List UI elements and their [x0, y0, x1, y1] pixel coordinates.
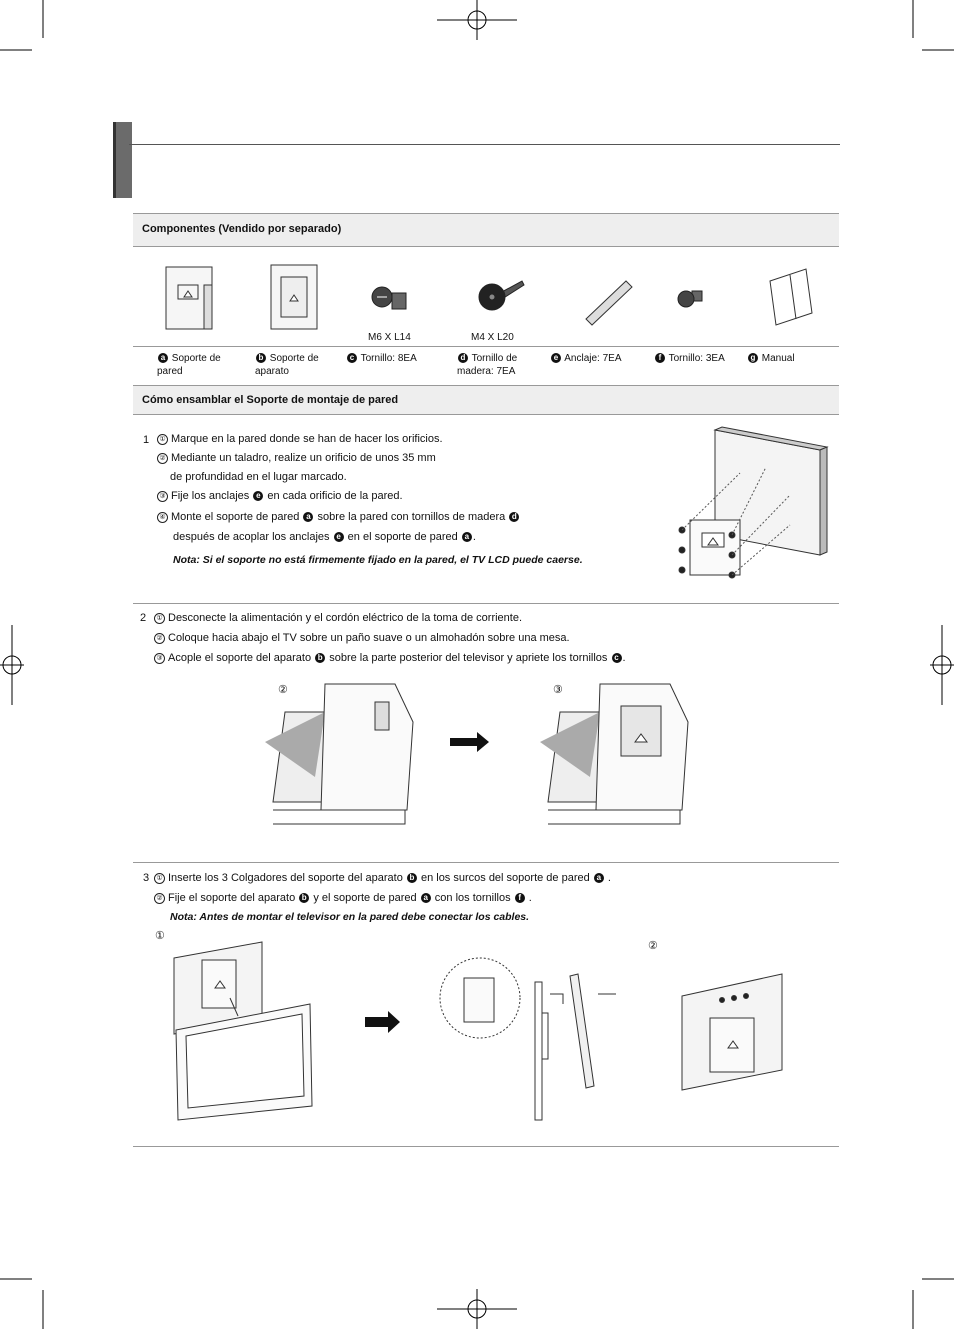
anchor-icon	[586, 281, 632, 325]
component-d: d Tornillo de madera: 7EA	[457, 352, 539, 378]
step1-number: 1	[143, 433, 149, 447]
component-a: a Soporte de pared	[157, 352, 232, 378]
component-b: b Soporte de aparato	[255, 352, 330, 378]
screw-small-icon	[678, 291, 702, 307]
wood-screw-icon	[479, 281, 524, 310]
step1-note: Nota: Si el soporte no está firmemente f…	[173, 553, 583, 567]
device-bracket-icon	[271, 265, 317, 329]
title-bar-accent	[113, 122, 132, 198]
components-title: Componentes (Vendido por separado)	[142, 223, 341, 235]
step3-divider	[133, 1146, 839, 1147]
screw-label-m6: M6 X L14	[368, 331, 411, 345]
title-rule	[129, 144, 840, 145]
step2-divider	[133, 862, 839, 863]
wall-bracket-icon	[166, 267, 212, 329]
components-divider	[133, 346, 839, 347]
step3-illustrations	[170, 938, 810, 1128]
assembly-title: Cómo ensamblar el Soporte de montaje de …	[142, 394, 398, 406]
assembly-header: Cómo ensamblar el Soporte de montaje de …	[133, 385, 839, 415]
component-e: e Anclaje: 7EA	[550, 352, 622, 366]
step1-line2b: de profundidad en el lugar marcado.	[170, 470, 347, 484]
step1-divider	[133, 603, 839, 604]
step3-note: Nota: Antes de montar el televisor en la…	[170, 910, 529, 924]
manual-icon	[770, 269, 812, 325]
step1-line5: después de acoplar los anclajes e en el …	[173, 530, 476, 544]
component-f: f Tornillo: 3EA	[654, 352, 725, 366]
screw-label-m4: M4 X L20	[471, 331, 514, 345]
step3-fig-label-1: ①	[155, 929, 165, 943]
step2-number: 2	[140, 611, 146, 625]
component-g: g Manual	[747, 352, 795, 366]
components-header: Componentes (Vendido por separado)	[133, 213, 839, 247]
step1-wall-illustration	[670, 425, 830, 585]
step2-illustrations	[265, 682, 695, 827]
step3-number: 3	[143, 871, 149, 885]
screw-m6-icon	[372, 287, 406, 309]
component-c: c Tornillo: 8EA	[346, 352, 417, 366]
